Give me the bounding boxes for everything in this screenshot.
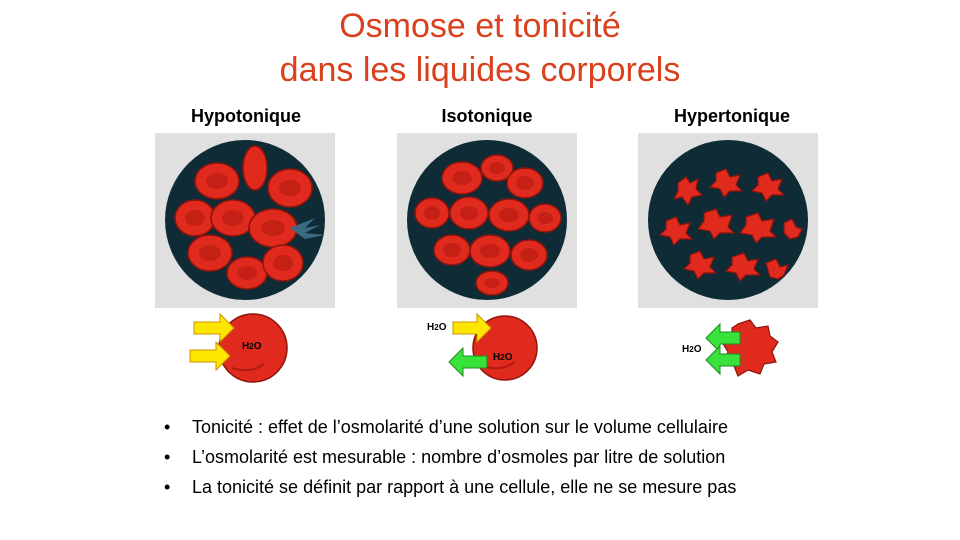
hypertonic-image <box>638 133 818 308</box>
bullet-text: La tonicité se définit par rapport à une… <box>192 477 737 497</box>
crenated-cells <box>658 168 803 283</box>
isotonic-image <box>397 133 577 308</box>
label-isotonique: Isotonique <box>441 106 533 126</box>
slide-title: Osmose et tonicité dans les liquides cor… <box>0 4 960 92</box>
normal-cell <box>472 315 538 381</box>
bullet-icon: • <box>164 447 171 467</box>
water-label: H2O <box>682 344 702 355</box>
burst-cell <box>290 218 325 245</box>
bullet-icon: • <box>164 477 171 497</box>
title-line-2: dans les liquides corporels <box>279 51 681 89</box>
hypotonic-cell-diagram: H2O <box>180 312 310 397</box>
arrow-in-icon <box>189 340 231 372</box>
arrow-in-icon <box>193 312 235 344</box>
water-label-in: H2O <box>493 352 513 363</box>
bullet-list: • Tonicité : effet de l’osmolarité d’une… <box>160 412 920 502</box>
isotonic-cell-diagram: H2O H2O <box>425 312 555 397</box>
bullet-text: L’osmolarité est mesurable : nombre d’os… <box>192 447 726 467</box>
bullet-text: Tonicité : effet de l’osmolarité d’une s… <box>192 417 728 437</box>
bullet-item: • Tonicité : effet de l’osmolarité d’une… <box>160 412 920 442</box>
bullet-item: • La tonicité se définit par rapport à u… <box>160 472 920 502</box>
arrow-out-icon <box>448 346 488 378</box>
arrow-out-icon <box>705 322 741 354</box>
hypertonic-cell-diagram: H2O <box>680 312 790 397</box>
label-hypotonique: Hypotonique <box>191 106 301 126</box>
normal-cells <box>414 154 562 296</box>
shrunken-cell <box>721 319 779 377</box>
label-hypertonique: Hypertonique <box>673 106 790 126</box>
swollen-cells <box>174 145 325 290</box>
hypotonic-image <box>155 133 335 308</box>
water-label: H2O <box>242 341 262 352</box>
arrow-out-icon <box>705 344 741 376</box>
title-line-1: Osmose et tonicité <box>339 7 621 45</box>
bullet-item: • L’osmolarité est mesurable : nombre d’… <box>160 442 920 472</box>
bullet-icon: • <box>164 417 171 437</box>
arrow-in-icon <box>452 312 492 344</box>
water-label-out: H2O <box>427 322 447 333</box>
